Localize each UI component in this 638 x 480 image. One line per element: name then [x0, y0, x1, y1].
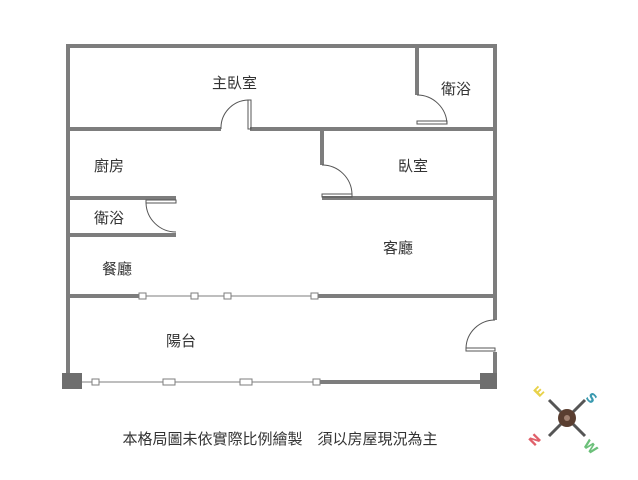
room-bath-left: 衛浴: [94, 209, 125, 227]
walls: [66, 44, 497, 384]
compass-s: S: [582, 390, 599, 407]
room-kitchen: 廚房: [94, 157, 125, 175]
disclaimer-note: 本格局圖未依實際比例繪製 須以房屋現況為主: [122, 430, 438, 448]
room-bath-top: 衛浴: [441, 80, 472, 98]
compass-w: W: [579, 437, 600, 458]
compass-e: E: [531, 384, 548, 401]
room-balcony: 陽台: [166, 332, 197, 350]
room-dining: 餐廳: [102, 260, 133, 278]
room-master-bedroom: 主臥室: [212, 74, 258, 92]
doors: [145, 94, 496, 352]
columns: [62, 373, 497, 389]
windows: [82, 292, 321, 386]
room-bedroom: 臥室: [398, 157, 429, 175]
room-living: 客廳: [383, 239, 414, 257]
